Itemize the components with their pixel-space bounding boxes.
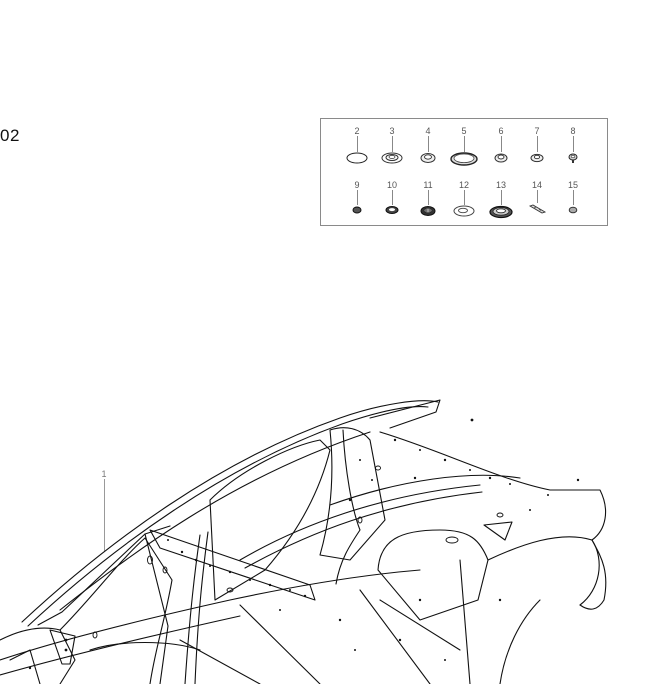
part-number: 7 (534, 126, 540, 136)
leader-line (427, 190, 429, 205)
leader-line (391, 190, 393, 205)
part-number: 8 (570, 126, 576, 136)
part-number: 11 (423, 180, 433, 190)
leader-line (463, 190, 465, 205)
part-14[interactable]: 14 (519, 180, 555, 215)
part-12[interactable]: 12 (446, 180, 482, 217)
part-8[interactable]: 8 (555, 126, 591, 164)
part-number: 13 (495, 180, 506, 190)
part-15[interactable]: 15 (555, 180, 591, 215)
part-number: 2 (354, 126, 360, 136)
leader-line (427, 136, 429, 152)
part-number: 9 (354, 180, 360, 190)
ribbed-plug-icon (420, 206, 436, 216)
push-clip-icon (568, 153, 578, 163)
vehicle-body-structure-drawing[interactable] (0, 390, 659, 684)
leader-line (536, 136, 538, 152)
part-13[interactable]: 13 (483, 180, 519, 219)
part-number: 12 (458, 180, 469, 190)
parts-legend-box: 2 3 4 5 6 7 8 9 10 (320, 118, 608, 226)
part-11[interactable]: 11 (410, 180, 446, 217)
cup-plug-icon (494, 153, 508, 163)
part-number: 14 (531, 180, 542, 190)
page-code: 02 (0, 126, 20, 145)
leader-line (500, 136, 502, 152)
leader-line (500, 190, 502, 205)
part-number: 3 (389, 126, 395, 136)
leader-line (536, 190, 538, 203)
leader-line (103, 479, 105, 551)
part-9[interactable]: 9 (339, 180, 375, 215)
leader-line (572, 190, 574, 205)
strip-clip-icon (528, 204, 547, 214)
flat-grommet-large-icon (453, 205, 475, 217)
part-number: 1 (101, 469, 107, 479)
small-plug-icon (568, 206, 578, 214)
heavy-grommet-icon (489, 205, 513, 219)
part-6[interactable]: 6 (483, 126, 519, 164)
leader-line (572, 136, 574, 152)
cup-plug-small-icon (530, 153, 544, 163)
part-3[interactable]: 3 (374, 126, 410, 164)
dark-grommet-icon (385, 206, 399, 214)
leader-line (391, 136, 393, 152)
part-number: 15 (567, 180, 578, 190)
leader-line (463, 136, 465, 152)
thin-ring-icon (346, 152, 368, 164)
small-plug-icon (352, 206, 362, 214)
flat-grommet-icon (381, 152, 403, 164)
part-5[interactable]: 5 (446, 126, 482, 166)
part-10[interactable]: 10 (374, 180, 410, 215)
part-number: 10 (386, 180, 397, 190)
part-2[interactable]: 2 (339, 126, 375, 164)
leader-line (356, 136, 358, 152)
part-number: 4 (425, 126, 431, 136)
part-number: 6 (498, 126, 504, 136)
large-plug-icon (450, 152, 478, 166)
part-number: 5 (461, 126, 467, 136)
leader-line (356, 190, 358, 205)
cup-plug-icon (420, 153, 436, 163)
main-part-callout[interactable]: 1 (99, 469, 109, 551)
part-7[interactable]: 7 (519, 126, 555, 164)
part-4[interactable]: 4 (410, 126, 446, 164)
